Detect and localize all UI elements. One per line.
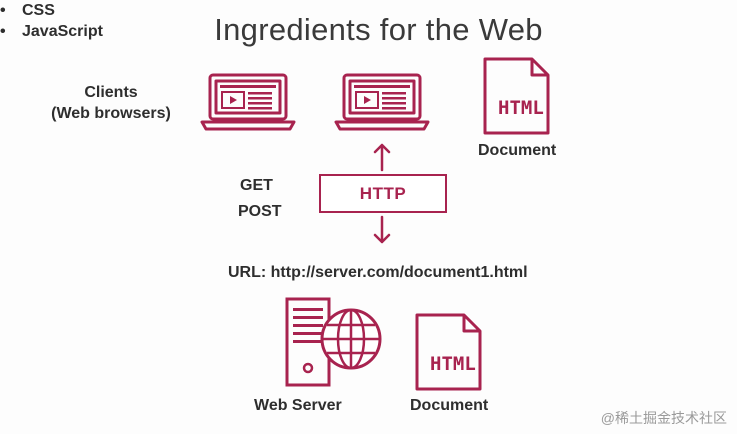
- http-label: HTTP: [359, 183, 407, 203]
- document-top-label: Document: [478, 142, 557, 159]
- watermark: @稀土掘金技术社区: [600, 410, 727, 426]
- bullet-javascript: JavaScript: [0, 21, 737, 42]
- html-glyph: HTML: [498, 97, 544, 119]
- arrow-up-icon: [373, 143, 391, 172]
- tech-bullet-list: CSS JavaScript: [0, 0, 737, 42]
- clients-label: Clients (Web browsers): [40, 82, 182, 124]
- html-document-icon: HTML: [415, 313, 482, 391]
- slide-title: Ingredients for the Web: [214, 12, 543, 47]
- clients-label-line2: (Web browsers): [51, 105, 171, 122]
- method-post: POST: [238, 203, 282, 220]
- method-get: GET: [240, 177, 273, 194]
- web-server-label: Web Server: [254, 397, 342, 414]
- document-bottom-label: Document: [410, 397, 489, 414]
- arrow-down-icon: [373, 215, 391, 244]
- html-document-icon: HTML: [483, 57, 550, 135]
- html-glyph: HTML: [430, 353, 476, 375]
- bullet-css: CSS: [0, 0, 737, 21]
- http-protocol-box: HTTP: [319, 174, 447, 213]
- clients-label-line1: Clients: [84, 84, 138, 101]
- laptop-icon: [200, 73, 296, 131]
- globe-icon: [320, 308, 382, 370]
- url-label: URL: http://server.com/document1.html: [228, 264, 528, 281]
- laptop-icon: [334, 73, 430, 131]
